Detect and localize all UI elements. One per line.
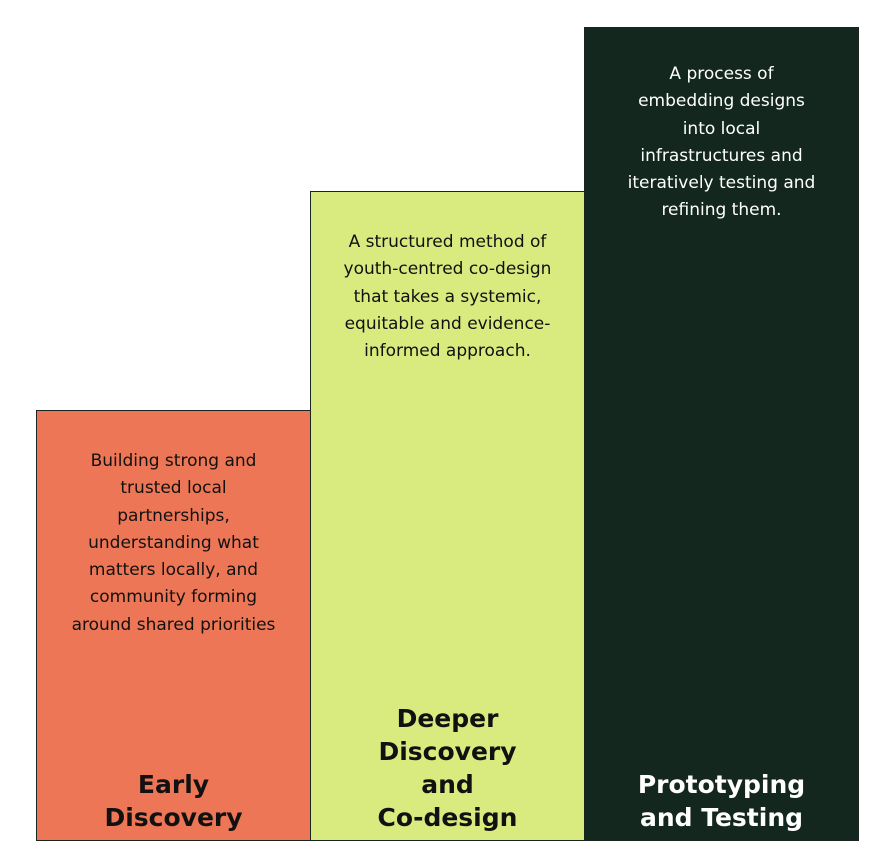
stage-deeper-discovery: A structured method of youth-centred co-… <box>310 191 585 841</box>
stage-description: Building strong and trusted local partne… <box>71 451 276 635</box>
stage-early-discovery: Building strong and trusted local partne… <box>36 410 311 841</box>
stage-title: Deeper Discovery and Co-design <box>377 704 518 832</box>
stage-description: A process of embedding designs into loca… <box>627 64 816 221</box>
stage-title: Prototyping and Testing <box>637 770 806 832</box>
stage-prototyping-testing: A process of embedding designs into loca… <box>584 27 859 841</box>
stage-title: Early Discovery <box>104 770 243 832</box>
stage-description: A structured method of youth-centred co-… <box>343 232 552 362</box>
